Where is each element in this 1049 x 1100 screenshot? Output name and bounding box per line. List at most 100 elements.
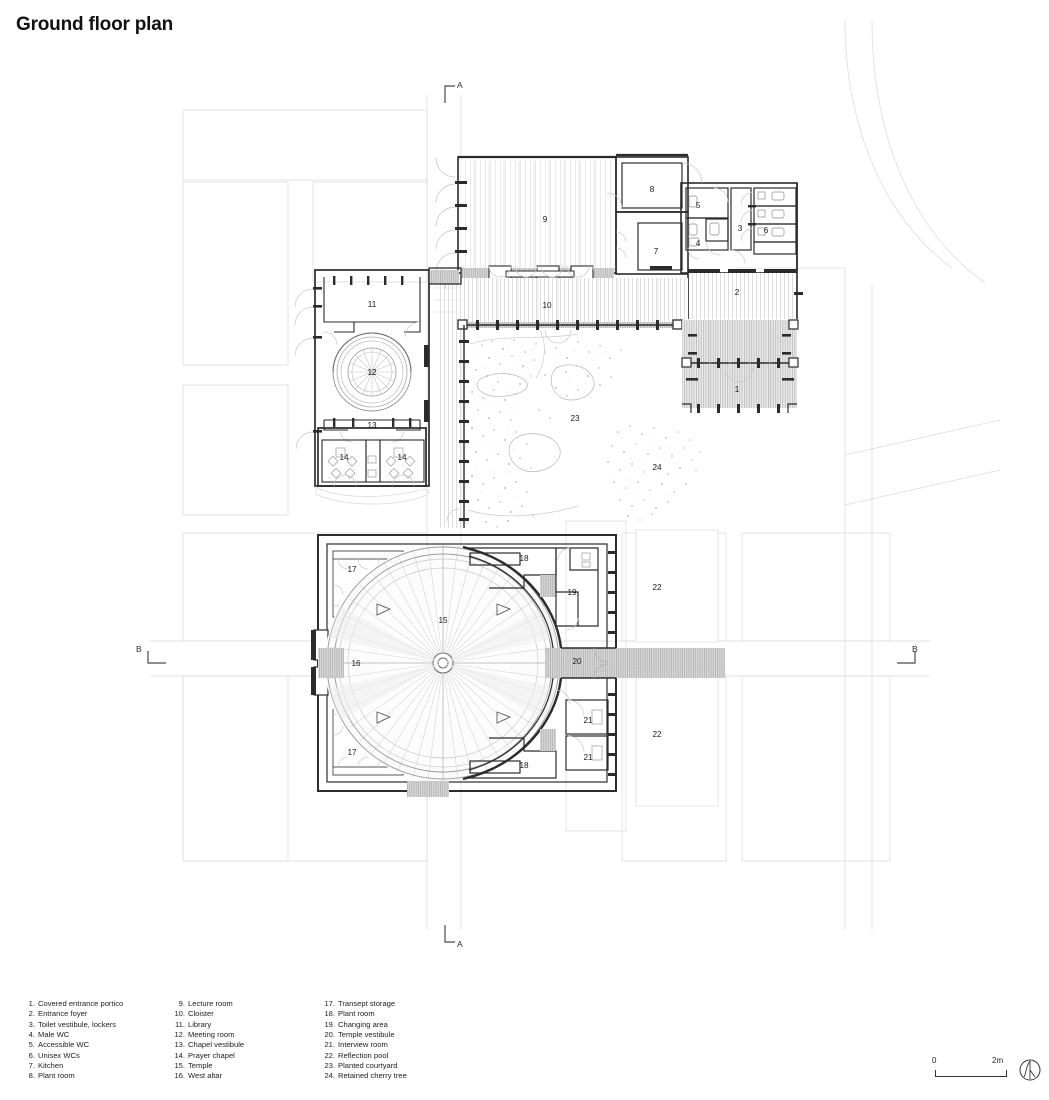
reflection-pools xyxy=(635,529,719,807)
room-label-16: 16 xyxy=(351,659,361,668)
room-label-2: 2 xyxy=(735,288,740,297)
legend-item: 15.Temple xyxy=(168,1061,318,1071)
legend-label: Library xyxy=(188,1019,212,1029)
scale-max-label: 2m xyxy=(992,1056,1004,1065)
legend-number: 4. xyxy=(28,1030,35,1040)
room-label-3: 3 xyxy=(738,224,743,233)
covered-entrance-portico xyxy=(681,319,799,413)
legend-column-2: 9.Lecture room 10.Cloister 11.Library 12… xyxy=(168,999,318,1082)
temple-block xyxy=(311,534,725,797)
legend-number: 17. xyxy=(324,999,335,1008)
legend-item: 23.Planted courtyard xyxy=(318,1061,468,1071)
legend-number: 24. xyxy=(324,1071,335,1081)
legend-item: 16.West altar xyxy=(168,1071,318,1081)
legend-number: 12. xyxy=(174,1030,185,1040)
legend-item: 3.Toilet vestibule, lockers xyxy=(18,1020,168,1030)
scale-tick-left xyxy=(935,1070,936,1077)
room-label-11: 11 xyxy=(368,300,377,309)
section-marker-a-top: A xyxy=(444,80,463,103)
legend-number: 9. xyxy=(178,999,185,1008)
retained-cherry-tree xyxy=(607,425,701,521)
legend-label: Reflection pool xyxy=(338,1050,389,1060)
room-label-12: 12 xyxy=(367,368,377,377)
room-label-24: 24 xyxy=(652,463,662,472)
legend-label: Covered entrance portico xyxy=(38,999,124,1008)
room-label-15: 15 xyxy=(438,616,448,625)
legend-number: 22. xyxy=(324,1050,335,1060)
room-label-20: 20 xyxy=(572,657,582,666)
legend-label: Chapel vestibule xyxy=(188,1040,245,1050)
legend-item: 24.Retained cherry tree xyxy=(318,1071,468,1081)
wc-block xyxy=(685,187,797,265)
legend-label: Temple xyxy=(188,1061,213,1071)
legend-item: 14.Prayer chapel xyxy=(168,1051,318,1061)
legend-number: 15. xyxy=(174,1061,185,1071)
legend-label: Accessible WC xyxy=(38,1040,90,1050)
floor-plan-drawing: A A B B 1 2 3 4 5 6 7 8 9 10 11 12 13 14… xyxy=(136,19,1001,949)
legend-number: 11. xyxy=(175,1019,185,1029)
legend-item: 18.Plant room xyxy=(318,1009,468,1019)
north-wing xyxy=(435,153,803,319)
legend-item: 8.Plant room xyxy=(18,1071,168,1081)
room-label-22a: 22 xyxy=(652,583,662,592)
room-label-6: 6 xyxy=(764,226,769,235)
legend-number: 20. xyxy=(324,1030,335,1040)
section-label-a-top: A xyxy=(457,80,463,90)
legend-number: 23. xyxy=(324,1061,335,1071)
legend-number: 7. xyxy=(28,1061,35,1071)
legend-column-3: 17.Transept storage 18.Plant room 19.Cha… xyxy=(318,999,468,1082)
plan-svg: A A B B 1 2 3 4 5 6 7 8 9 10 11 12 13 14… xyxy=(136,19,1001,949)
room-label-23: 23 xyxy=(570,414,580,423)
legend-label: Plant room xyxy=(38,1071,75,1081)
legend-column-1: 1.Covered entrance portico 2.Entrance fo… xyxy=(18,999,168,1082)
lecture-room-west-colonnade xyxy=(435,157,467,273)
legend-label: Lecture room xyxy=(188,999,233,1008)
room-label-17b: 17 xyxy=(347,748,357,757)
room-label-14a: 14 xyxy=(339,453,349,462)
legend-number: 14. xyxy=(174,1050,185,1060)
courtyard-colonnade xyxy=(446,319,683,528)
temple-vestibule xyxy=(318,647,725,797)
temple-rotunda xyxy=(325,545,561,781)
legend-item: 21.Interview room xyxy=(318,1040,468,1050)
room-label-5: 5 xyxy=(696,201,701,210)
legend-number: 21. xyxy=(324,1040,335,1050)
legend-item: 20.Temple vestibule xyxy=(318,1030,468,1040)
room-label-21b: 21 xyxy=(583,753,593,762)
room-label-21a: 21 xyxy=(583,716,593,725)
legend-item: 22.Reflection pool xyxy=(318,1051,468,1061)
lecture-room-south-openings xyxy=(461,265,616,280)
legend-number: 8. xyxy=(28,1071,35,1081)
legend-number: 2. xyxy=(28,1009,35,1019)
room-label-1: 1 xyxy=(735,385,740,394)
legend-number: 1. xyxy=(28,999,35,1008)
section-marker-b-left: B xyxy=(136,644,166,664)
legend-number: 18. xyxy=(324,1009,335,1019)
room-label-14b: 14 xyxy=(397,453,407,462)
legend-item: 5.Accessible WC xyxy=(18,1040,168,1050)
legend-label: Cloister xyxy=(188,1009,214,1019)
library-link xyxy=(428,267,462,313)
room-label-4: 4 xyxy=(696,239,701,248)
legend-item: 12.Meeting room xyxy=(168,1030,318,1040)
room-label-18a: 18 xyxy=(519,554,529,563)
legend-label: Toilet vestibule, lockers xyxy=(38,1019,117,1029)
legend-label: Temple vestibule xyxy=(338,1030,395,1040)
legend-item: 9.Lecture room xyxy=(168,999,318,1009)
north-arrow-icon xyxy=(1018,1056,1042,1087)
section-label-b-left: B xyxy=(136,644,142,654)
legend-item: 7.Kitchen xyxy=(18,1061,168,1071)
legend-label: Kitchen xyxy=(38,1061,64,1071)
scale-bar: 0 2m xyxy=(932,1056,1014,1086)
room-label-13: 13 xyxy=(367,421,377,430)
legend-label: Interview room xyxy=(338,1040,388,1050)
plan-key-legend: 1.Covered entrance portico 2.Entrance fo… xyxy=(18,999,578,1082)
legend-label: Unisex WCs xyxy=(38,1050,80,1060)
legend-item: 6.Unisex WCs xyxy=(18,1051,168,1061)
scale-zero-label: 0 xyxy=(932,1056,937,1065)
legend-label: Transept storage xyxy=(338,999,396,1008)
planted-courtyard xyxy=(467,329,622,528)
room-label-19: 19 xyxy=(567,588,577,597)
legend-label: Male WC xyxy=(38,1030,70,1040)
room-label-10: 10 xyxy=(542,301,552,310)
